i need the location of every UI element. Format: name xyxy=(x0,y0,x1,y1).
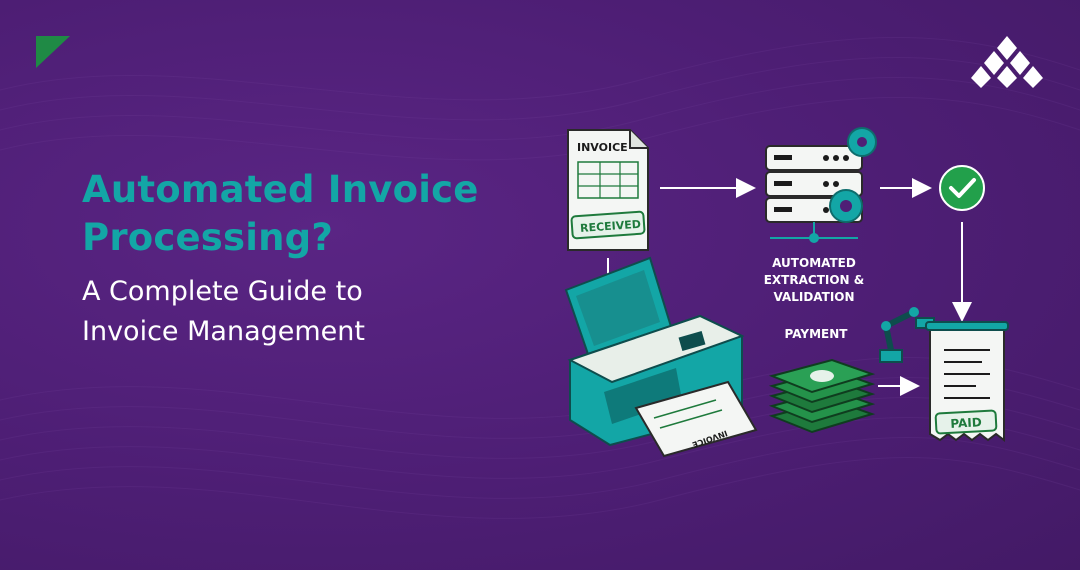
headline-block: Automated Invoice Processing? A Complete… xyxy=(82,166,552,352)
checkmark-circle-icon xyxy=(939,165,985,211)
title-line-1: Automated Invoice xyxy=(82,168,479,211)
subtitle-line-1: A Complete Guide to xyxy=(82,276,363,307)
received-stamp: RECEIVED xyxy=(580,218,642,235)
robot-arm-icon xyxy=(879,307,935,363)
paid-stamp: PAID xyxy=(950,415,982,431)
server-label-line-1: AUTOMATED xyxy=(772,256,856,270)
invoice-document-icon: INVOICE RECEIVED xyxy=(567,129,649,251)
server-gear-icon: AUTOMATED EXTRACTION & VALIDATION xyxy=(764,127,877,304)
server-label-line-3: VALIDATION xyxy=(773,290,854,304)
payment-label: PAYMENT xyxy=(785,327,849,341)
paid-receipt-icon: PAID xyxy=(925,321,1009,442)
invoice-doc-label: INVOICE xyxy=(577,141,628,154)
corner-triangle-icon xyxy=(36,36,70,68)
subtitle-line-2: Invoice Management xyxy=(82,316,365,347)
money-stack-icon xyxy=(768,358,876,434)
scanner-printer-icon: INVOICE xyxy=(564,256,758,458)
brand-logo-icon xyxy=(971,36,1043,88)
server-label-line-2: EXTRACTION & xyxy=(764,273,865,287)
title-line-2: Processing? xyxy=(82,216,334,259)
